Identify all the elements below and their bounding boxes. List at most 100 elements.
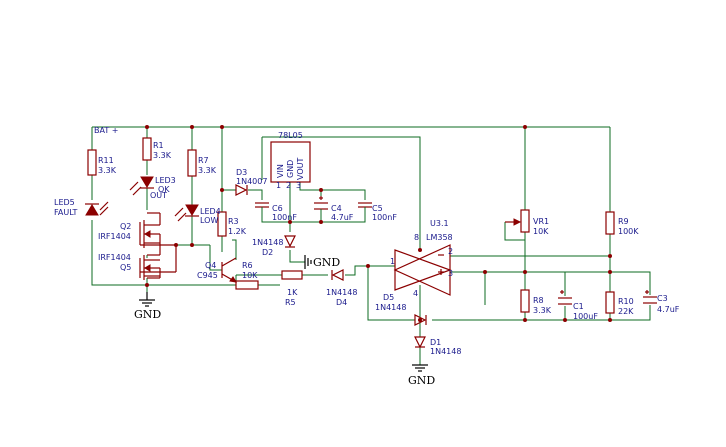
label-led3-ok: OK <box>158 185 170 194</box>
label-r10: R10 <box>618 297 634 306</box>
label-r11: R11 <box>98 156 114 165</box>
label-reg-pin3: 3 <box>296 181 301 190</box>
label-gnd-left: GND <box>134 308 161 321</box>
ground-mid-icon <box>304 255 312 269</box>
label-pin3: 3 <box>448 269 453 278</box>
label-c6: C6 <box>272 204 283 213</box>
resistor-r8 <box>520 289 530 313</box>
resistor-r3 <box>217 211 227 237</box>
label-q5: Q5 <box>120 263 131 272</box>
resistor-r7 <box>187 149 197 177</box>
ground-left-icon <box>139 292 155 307</box>
label-pin4: 4 <box>413 289 418 298</box>
label-led5: LED5 <box>54 198 75 207</box>
label-q5-type: IRF1404 <box>98 253 131 262</box>
label-vout: VOUT <box>296 158 305 180</box>
label-d4: D4 <box>336 298 347 307</box>
label-led4: LED4 <box>200 207 221 216</box>
label-regulator: 78L05 <box>278 131 303 140</box>
label-vr1: VR1 <box>533 217 549 226</box>
label-d5-type: 1N4148 <box>375 303 406 312</box>
led5-diode-icon <box>85 201 109 216</box>
label-reg-pin1: 1 <box>276 181 281 190</box>
label-r9: R9 <box>618 217 629 226</box>
diode-d1-icon <box>414 336 426 349</box>
label-r8: R8 <box>533 296 544 305</box>
junction-dots <box>145 125 612 322</box>
label-q2: Q2 <box>120 222 131 231</box>
label-led5-desc: FAULT <box>54 208 78 217</box>
capacitor-c3-icon <box>643 290 657 304</box>
led4-diode-icon <box>174 204 199 222</box>
label-pin2: 2 <box>448 247 453 256</box>
label-r6: R6 <box>242 261 253 270</box>
label-r11-value: 3.3K <box>98 166 117 175</box>
label-r8-value: 3.3K <box>533 306 552 315</box>
diode-d4-icon <box>331 269 344 281</box>
label-r6-value: 10K <box>242 271 258 280</box>
label-d2: D2 <box>262 248 273 257</box>
label-gnd-mid: GND <box>313 256 340 269</box>
label-c5-value: 100nF <box>372 213 397 222</box>
label-u3: U3.1 <box>430 219 449 228</box>
capacitor-c5-icon <box>358 202 372 215</box>
diode-d5-icon <box>414 314 427 326</box>
mosfet-q2-icon <box>139 212 176 256</box>
label-reg-pin2: 2 <box>286 181 291 190</box>
label-d5: D5 <box>383 293 394 302</box>
label-d1: D1 <box>430 338 441 347</box>
label-gnd-pin: GND <box>286 160 295 178</box>
diode-d3-icon <box>235 184 248 196</box>
label-c5: C5 <box>372 204 383 213</box>
label-r1: R1 <box>153 141 164 150</box>
label-d2-type: 1N4148 <box>252 238 283 247</box>
label-bat: BAT + <box>94 126 118 135</box>
label-r3: R3 <box>228 217 239 226</box>
led3-diode-icon <box>129 176 154 196</box>
label-vin: VIN <box>276 164 285 178</box>
label-led3: LED3 <box>155 176 176 185</box>
label-c4: C4 <box>331 204 342 213</box>
capacitor-c6-icon <box>255 202 269 215</box>
label-r9-value: 100K <box>618 227 639 236</box>
ground-bottom-icon <box>412 364 428 372</box>
mosfet-q5-icon <box>139 245 177 280</box>
capacitor-c4-icon <box>314 196 328 215</box>
resistor-r11 <box>87 149 97 176</box>
label-c1: C1 <box>573 302 584 311</box>
label-led3-out: OUT <box>150 191 167 200</box>
label-vr1-value: 10K <box>533 227 549 236</box>
label-r3-value: 1.2K <box>228 227 247 236</box>
label-pin8: 8 <box>414 233 419 242</box>
opamp-u3-icon <box>393 244 452 296</box>
resistor-r9 <box>605 211 615 235</box>
label-d1-type: 1N4148 <box>430 347 461 356</box>
resistor-r1 <box>142 137 152 161</box>
labels: BAT + R11 3.3K LED5 FAULT R1 3.3K LED3 O… <box>54 126 680 387</box>
label-led4-desc: LOW <box>200 216 218 225</box>
regulator-78l05 <box>270 141 311 183</box>
resistor-r10 <box>605 291 615 314</box>
label-u3-type: LM358 <box>426 233 453 242</box>
potentiometer-vr1-icon <box>505 209 530 233</box>
label-c4-value: 4.7uF <box>331 213 354 222</box>
label-d3: D3 <box>236 168 247 177</box>
label-c6-value: 100nF <box>272 213 297 222</box>
label-c3-value: 4.7uF <box>657 305 680 314</box>
label-r7-value: 3.3K <box>198 166 217 175</box>
label-r7: R7 <box>198 156 209 165</box>
label-c3: C3 <box>657 294 668 303</box>
label-pin1: 1 <box>390 257 395 266</box>
label-d3-type: 1N4007 <box>236 177 267 186</box>
diode-d2-icon <box>284 235 296 248</box>
label-gnd-bottom: GND <box>408 374 435 387</box>
label-q4: Q4 <box>205 261 216 270</box>
label-r1-value: 3.3K <box>153 151 172 160</box>
label-c1-value: 100uF <box>573 312 598 321</box>
label-r5: R5 <box>285 298 296 307</box>
resistor-r5 <box>281 270 303 280</box>
label-r10-value: 22K <box>618 307 634 316</box>
label-q2-type: IRF1404 <box>98 232 131 241</box>
wires <box>91 126 651 365</box>
